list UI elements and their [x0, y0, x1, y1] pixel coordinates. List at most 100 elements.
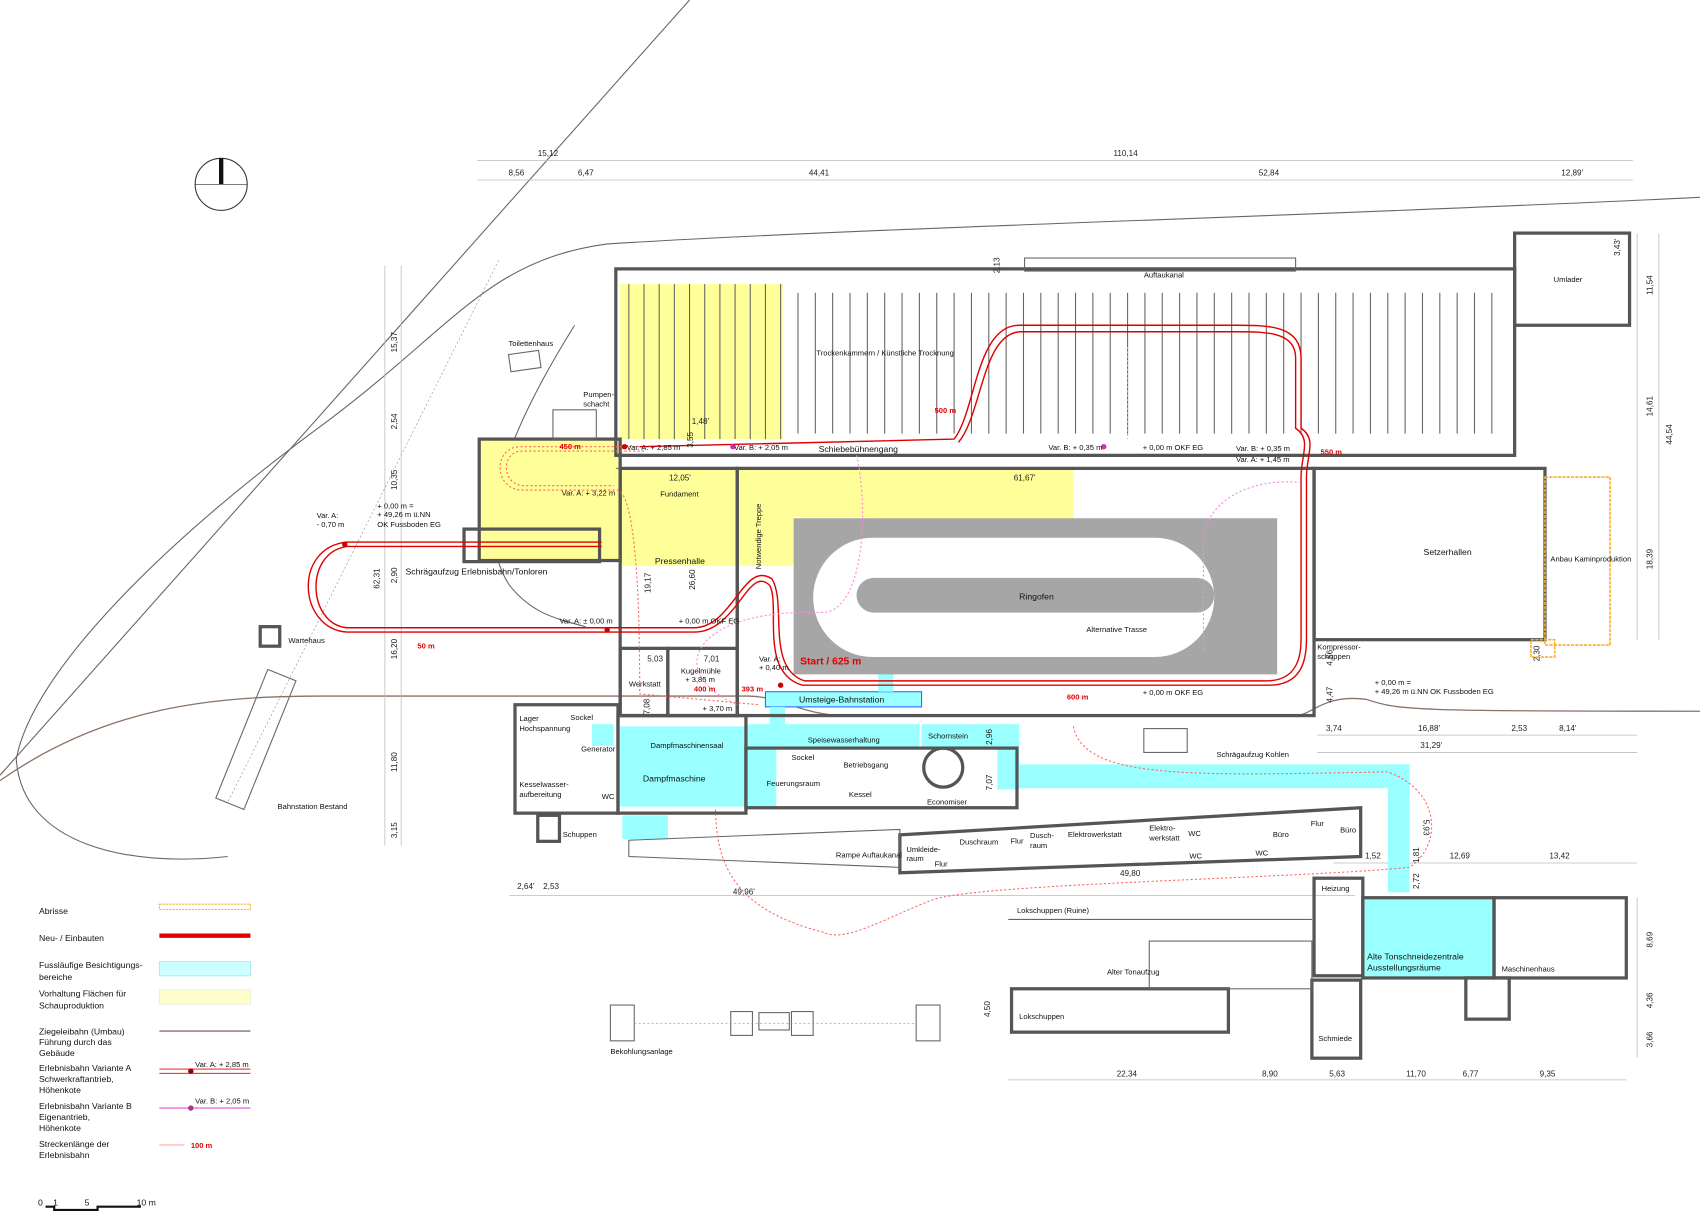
room-label: Umkleide- [906, 845, 941, 854]
dim: 12,89' [1561, 169, 1583, 178]
room-label: Umsteige-Bahnstation [799, 695, 884, 705]
room-label: WC [1188, 829, 1201, 838]
legend: Abrisse Neu- / Einbauten Fussläufige Bes… [39, 903, 251, 1160]
room-label: Hochspannung [519, 724, 570, 733]
dim: 5,63 [1329, 1070, 1345, 1079]
level-label: + 0,00 m OKF EG [679, 616, 740, 625]
room-label: Schuppen [563, 830, 597, 839]
level-label: - 0,70 m [317, 520, 345, 529]
dim: 7,01 [704, 654, 720, 663]
room-label: aufbereitung [519, 790, 561, 799]
dim: 52,84 [1259, 169, 1280, 178]
dim: 2,64' [517, 882, 535, 891]
scale-bar: 0 1 5 10 m [38, 1198, 156, 1212]
dim: 18,39 [1645, 548, 1654, 569]
dim: 44,54 [1665, 424, 1674, 445]
room-label: Bahnstation Bestand [278, 802, 348, 811]
room-label: werkstatt [1148, 833, 1180, 842]
room-label: Notwendige Treppe [754, 503, 763, 569]
room-label: Elektro- [1149, 823, 1176, 832]
level-label: + 3,85 m [685, 675, 715, 684]
level-label: + 49,26 m ü.NN [377, 510, 430, 519]
dim: 11,54 [1645, 275, 1654, 295]
room-label: raum [906, 854, 923, 863]
north-arrow-icon [194, 157, 248, 211]
erlebnisbahn-variante-a [307, 324, 1433, 936]
besichtigungs-areas [591, 622, 1495, 978]
room-label: Trockenkammern / Künstliche Trocknung [816, 349, 953, 358]
room-label: Pressenhalle [655, 556, 705, 566]
dimension-lines [384, 160, 1660, 1081]
rail-labels: Var. A: + 2,85 m Var. B: + 2,05 m Var. B… [317, 406, 1494, 713]
dim: 5,03 [647, 654, 663, 663]
dim: 6,77 [1463, 1070, 1479, 1079]
room-label: Schrägaufzug Erlebnisbahn/Tonloren [405, 567, 547, 577]
dim: 2,30 [1533, 645, 1542, 661]
dim: 2,53 [543, 882, 559, 891]
alternative-route-label: Alternative Trasse [1086, 625, 1147, 634]
room-label: Bekohlungsanlage [610, 1047, 672, 1056]
legend-variante-a-3: Höhenkote [39, 1085, 81, 1095]
room-label: Setzerhallen [1424, 547, 1472, 557]
level-label: Var. B: + 0,35 m [1236, 444, 1290, 453]
dim: 15,37 [390, 332, 399, 353]
room-label: WC [602, 792, 615, 801]
dim: 49,80 [1120, 869, 1141, 878]
dim: 3,55 [686, 431, 695, 447]
dim: 49,96' [733, 887, 755, 896]
level-label: Var. A: + 1,45 m [1236, 455, 1290, 464]
dim: 3,15 [390, 822, 399, 838]
room-label: Kesselwasser- [519, 780, 569, 789]
room-label: WC [1256, 848, 1269, 857]
dim: 31,29' [1420, 741, 1442, 750]
dim: 44,41 [809, 169, 830, 178]
room-label: Schiebebühnengang [819, 444, 899, 454]
room-label: Flur [935, 859, 949, 868]
level-label: Var. B: + 2,05 m [734, 443, 788, 452]
room-label: Schmiede [1318, 1034, 1352, 1043]
level-label: OK Fussboden EG [377, 520, 441, 529]
dim: 11,70 [1406, 1070, 1426, 1079]
dim: 3,74 [1326, 724, 1342, 733]
dim: 8,56 [508, 169, 524, 178]
room-label: Feuerungsraum [767, 779, 821, 788]
room-label: Heizung [1322, 884, 1350, 893]
room-label: Ausstellungsräume [1367, 962, 1441, 972]
level-label: Var. A: ± 0,00 m [559, 616, 612, 625]
site-lines [0, 0, 1700, 860]
level-label: + 0,00 m OKF EG [1143, 443, 1204, 452]
level-label: Var. A: + 3,22 m [562, 488, 616, 497]
distance-label: 50 m [417, 641, 435, 650]
room-label: Generator [581, 744, 616, 753]
legend-ziegeleibahn-3: Gebäude [39, 1048, 75, 1058]
distance-label: 393 m [742, 685, 764, 694]
room-label: Lokschuppen (Ruine) [1017, 906, 1090, 915]
room-label: Ringofen [1019, 592, 1054, 602]
schauproduktion-areas [479, 284, 1074, 577]
room-labels: Auftaukanal Umlader Trockenkammern / Kün… [278, 271, 1632, 1056]
dim: 12,05' [669, 473, 691, 482]
room-label: Elektrowerkstatt [1068, 830, 1123, 839]
legend-fuss: Fussläufige Besichtigungs- [39, 960, 143, 970]
legend-variante-b-3: Höhenkote [39, 1123, 81, 1133]
room-label: Büro [1273, 830, 1289, 839]
dim: 1,81 [1412, 847, 1421, 863]
distance-label: 500 m [935, 406, 957, 415]
dim: 16,88' [1418, 724, 1440, 733]
dim: 4,47 [1325, 686, 1334, 702]
room-label: Dampfmaschine [643, 774, 706, 784]
room-label: Kompressor- [1317, 642, 1361, 651]
room-label: Sockel [570, 713, 593, 722]
dim: 4,56 [1325, 649, 1334, 665]
room-label: schacht [583, 400, 610, 409]
room-label: Speisewasserhaltung [808, 736, 880, 745]
dim: 2,13 [993, 257, 1002, 273]
dim: 11,80 [390, 752, 399, 772]
dim: 2,72 [1412, 873, 1421, 889]
room-label: Büro [1340, 826, 1356, 835]
level-label: + 0,00 m = [1375, 678, 1412, 687]
dim: 9,35 [1540, 1070, 1556, 1079]
level-label: Var. A: [759, 654, 781, 663]
distance-label: 450 m [559, 442, 581, 451]
